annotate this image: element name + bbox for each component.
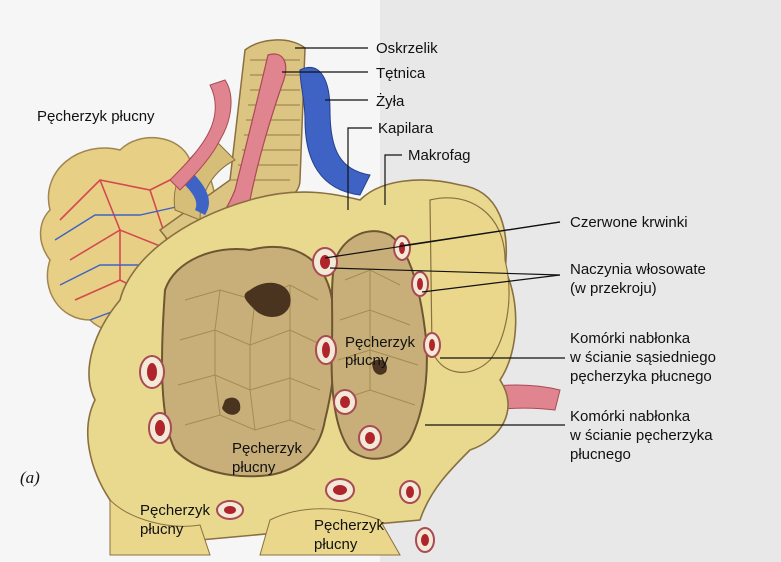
label-inner-left-line1: Pęcherzyk	[232, 440, 303, 457]
label-bottom-mid-line2: płucny	[314, 536, 358, 553]
label-komorki-line3: płucnego	[570, 446, 631, 463]
label-bottom-left-line2: płucny	[140, 521, 184, 538]
label-komorki-line1: Komórki nabłonka	[570, 408, 691, 425]
label-naczynia-line1: Naczynia włosowate	[570, 261, 706, 278]
label-oskrzelik: Oskrzelik	[376, 40, 438, 57]
label-komorki-sasiedni-line1: Komórki nabłonka	[570, 330, 691, 347]
label-komorki-line2: w ścianie pęcherzyka	[569, 427, 713, 444]
label-pecherzyk-top: Pęcherzyk płucny	[37, 108, 155, 125]
label-naczynia-line2: (w przekroju)	[570, 280, 657, 297]
label-inner-right-line2: płucny	[345, 352, 389, 369]
label-inner-right-line1: Pęcherzyk	[345, 334, 416, 351]
label-zyla: Żyła	[376, 92, 405, 110]
label-komorki-sasiedni-line2: w ścianie sąsiedniego	[569, 349, 716, 366]
label-komorki-sasiedni-line3: pęcherzyka płucnego	[570, 368, 712, 385]
label-inner-left-line2: płucny	[232, 459, 276, 476]
label-tetnica: Tętnica	[376, 65, 426, 82]
panel-label: (a)	[20, 468, 40, 487]
label-makrofag: Makrofag	[408, 147, 471, 164]
label-czerwone-krwinki: Czerwone krwinki	[570, 214, 688, 231]
label-bottom-mid-line1: Pęcherzyk	[314, 517, 385, 534]
label-kapilara: Kapilara	[378, 120, 434, 137]
label-bottom-left-line1: Pęcherzyk	[140, 502, 211, 519]
